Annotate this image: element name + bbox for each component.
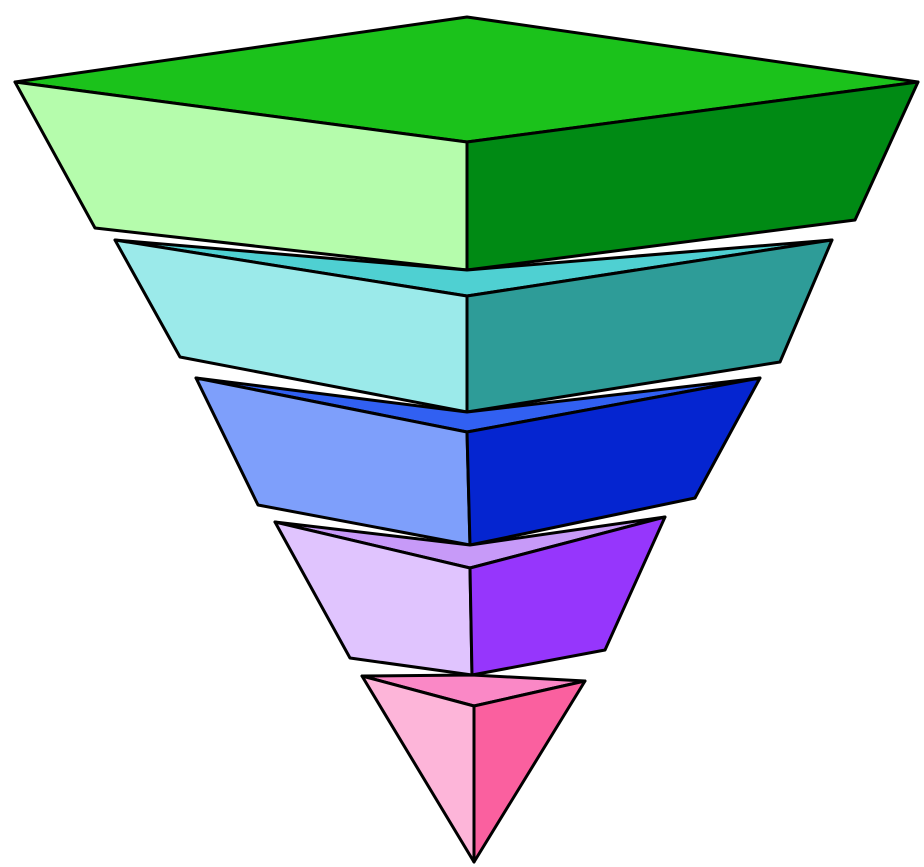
layer-5-right-face: [474, 681, 585, 862]
pyramid-layer-5: [362, 675, 585, 862]
pyramid-layer-1: [15, 17, 918, 270]
layer-5-left-face: [362, 676, 474, 862]
